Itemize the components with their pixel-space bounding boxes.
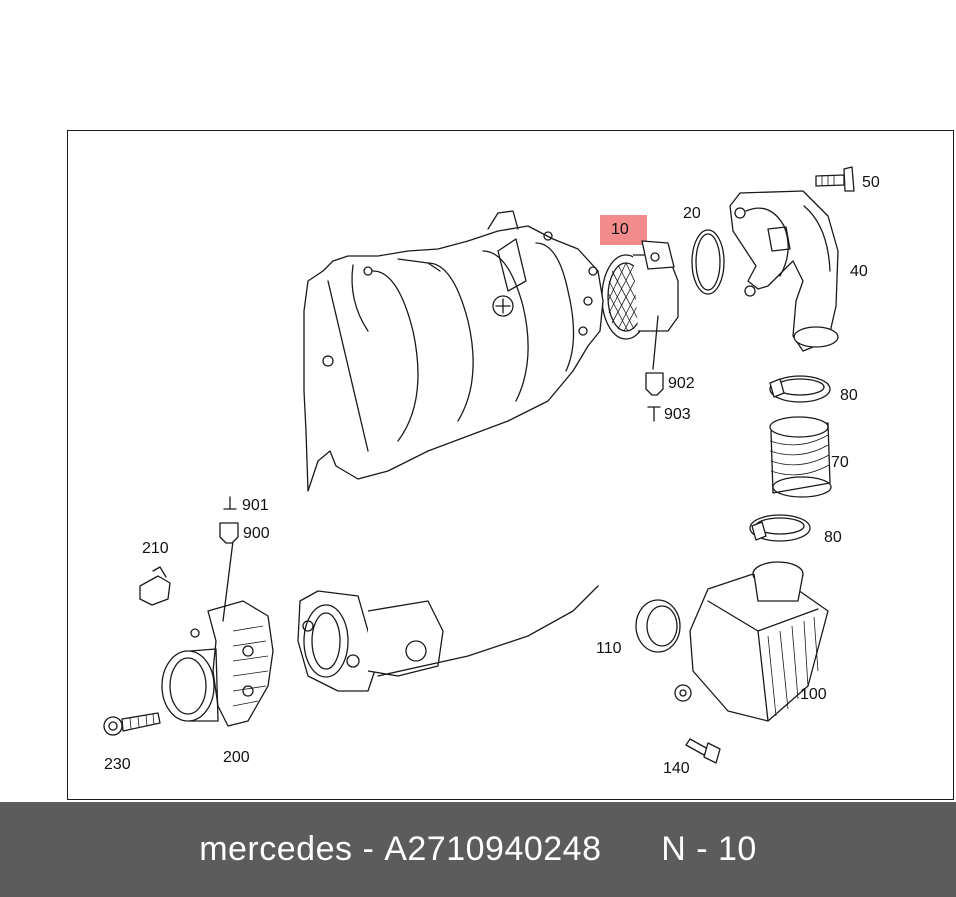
callout-901: 901 <box>242 497 269 514</box>
footer-separator: - <box>362 830 375 868</box>
callout-50: 50 <box>862 174 880 191</box>
part-903-symbol <box>647 406 661 422</box>
part-70-bellows <box>769 416 832 498</box>
callout-200: 200 <box>223 749 250 766</box>
callout-80-lower: 80 <box>824 529 842 546</box>
footer-position-label: N - 10 <box>661 830 757 868</box>
callout-210: 210 <box>142 540 169 557</box>
callout-highlight-10 <box>600 215 647 245</box>
callout-903: 903 <box>664 406 691 423</box>
part-902-symbol <box>645 372 664 396</box>
footer-caption: mercedes - A2710940248 N - 10 <box>0 802 956 897</box>
footer-part-number: A2710940248 <box>384 830 602 868</box>
parts-diagram <box>103 166 855 764</box>
part-50-bolt <box>815 166 855 192</box>
parts-diagram-frame: 10 20 50 40 902 903 80 70 80 110 100 140… <box>67 130 954 800</box>
callout-902: 902 <box>668 375 695 392</box>
footer-bar: mercedes - A2710940248 N - 10 <box>0 802 956 897</box>
part-200-throttle-body <box>161 540 274 727</box>
part-900-symbol <box>219 522 239 544</box>
intake-manifold <box>297 210 604 692</box>
part-100-filter-housing <box>674 561 829 722</box>
callout-40: 40 <box>850 263 868 280</box>
callout-20: 20 <box>683 205 701 222</box>
callout-110: 110 <box>596 640 622 657</box>
part-80-clamp-upper <box>769 375 831 403</box>
part-10-air-mass-sensor <box>601 240 679 370</box>
part-210-clip <box>139 566 171 606</box>
callout-230: 230 <box>104 756 131 773</box>
callout-70: 70 <box>831 454 849 471</box>
callout-100: 100 <box>800 686 827 703</box>
part-40-intake-pipe <box>729 190 839 352</box>
part-80-clamp-lower <box>749 514 811 542</box>
callout-140: 140 <box>663 760 690 777</box>
callout-900: 900 <box>243 525 270 542</box>
part-901-symbol <box>223 496 237 510</box>
part-230-bolt <box>103 712 161 736</box>
part-20-o-ring <box>691 229 725 295</box>
footer-brand: mercedes <box>199 830 353 868</box>
part-110-seal-ring <box>635 599 681 653</box>
callout-80-upper: 80 <box>840 387 858 404</box>
part-140-bolt <box>685 738 721 764</box>
callout-10: 10 <box>611 221 629 238</box>
